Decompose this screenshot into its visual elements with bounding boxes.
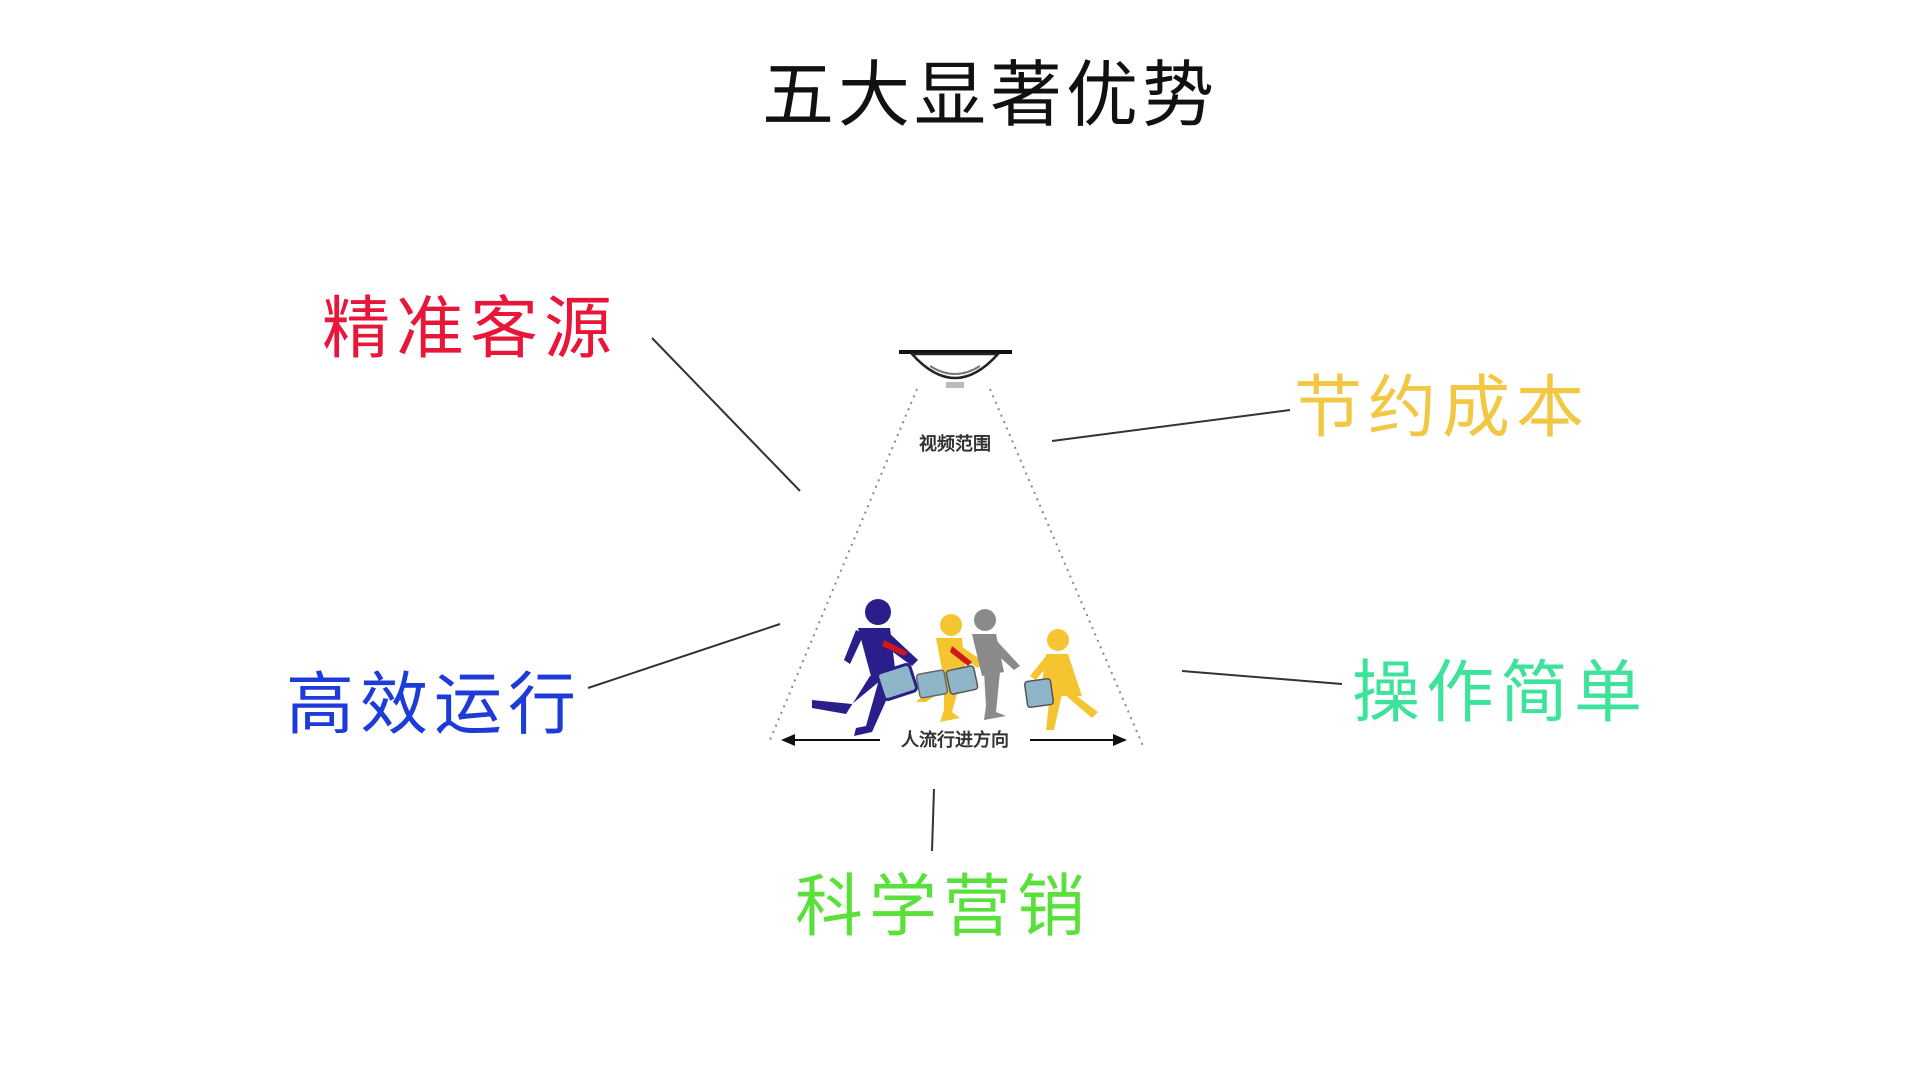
connector-simple — [1181, 670, 1343, 685]
people-flow-icon — [812, 599, 1098, 736]
advantage-efficient-label: 高效运行 — [286, 666, 583, 745]
flow-direction-arrow — [781, 734, 1127, 746]
advantage-precise-label: 精准客源 — [322, 290, 619, 369]
field-of-view-cone — [769, 388, 1144, 747]
video-range-label: 视频范围 — [919, 433, 991, 455]
flow-direction-label: 人流行进方向 — [901, 729, 1009, 751]
connector-cost — [1051, 409, 1291, 442]
advantage-cost-label: 节约成本 — [1294, 369, 1591, 448]
connector-marketing — [931, 788, 935, 852]
advantage-marketing-label: 科学营销 — [795, 868, 1092, 947]
ceiling-camera-icon — [899, 350, 1012, 388]
connector-precise — [651, 337, 801, 492]
page-title: 五大显著优势 — [761, 53, 1218, 137]
runner-gray-icon — [972, 609, 1020, 720]
connector-efficient — [587, 623, 781, 689]
advantage-simple-label: 操作简单 — [1352, 654, 1649, 733]
